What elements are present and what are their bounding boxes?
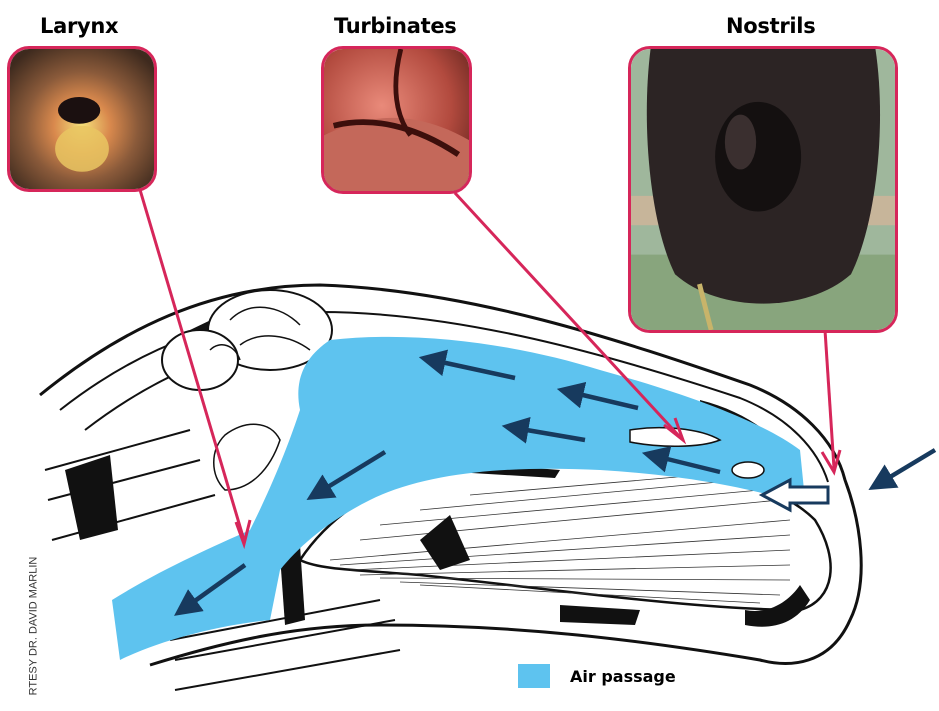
flow-arrow xyxy=(880,450,935,483)
legend-label: Air passage xyxy=(570,667,676,686)
nasal-fold xyxy=(732,462,764,478)
legend-swatch-air-passage xyxy=(518,664,550,688)
photo-nostrils xyxy=(628,46,898,333)
photo-larynx xyxy=(7,46,157,192)
tongue-striations xyxy=(330,475,790,603)
photo-turbinates xyxy=(321,46,472,194)
photo-credit: RTESY DR. DAVID MARLIN xyxy=(27,557,39,696)
airway-lumen xyxy=(214,424,280,490)
legend: Air passage xyxy=(518,664,676,688)
